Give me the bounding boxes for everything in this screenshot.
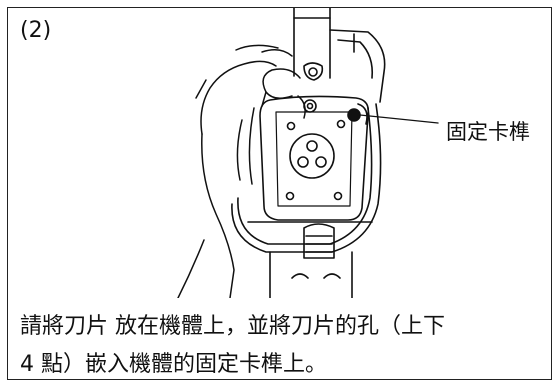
handle-outline (231, 29, 386, 298)
fixing-latch-label: 固定卡榫 (446, 120, 530, 144)
instruction-line: 請將刀片 放在機體上，並將刀片的孔（上下 (20, 314, 445, 339)
instruction-line: 4 點）嵌入機體的固定卡榫上。 (20, 352, 327, 377)
instruction-text: 請將刀片 放在機體上，並將刀片的孔（上下 4 點）嵌入機體的固定卡榫上。 (20, 308, 550, 384)
fixing-latch (347, 103, 439, 125)
blade-mounting-illustration (177, 8, 439, 298)
figure-frame: (2) (7, 7, 552, 380)
step-number: (2) (20, 18, 52, 43)
shaft (293, 8, 331, 81)
hand (177, 44, 306, 298)
